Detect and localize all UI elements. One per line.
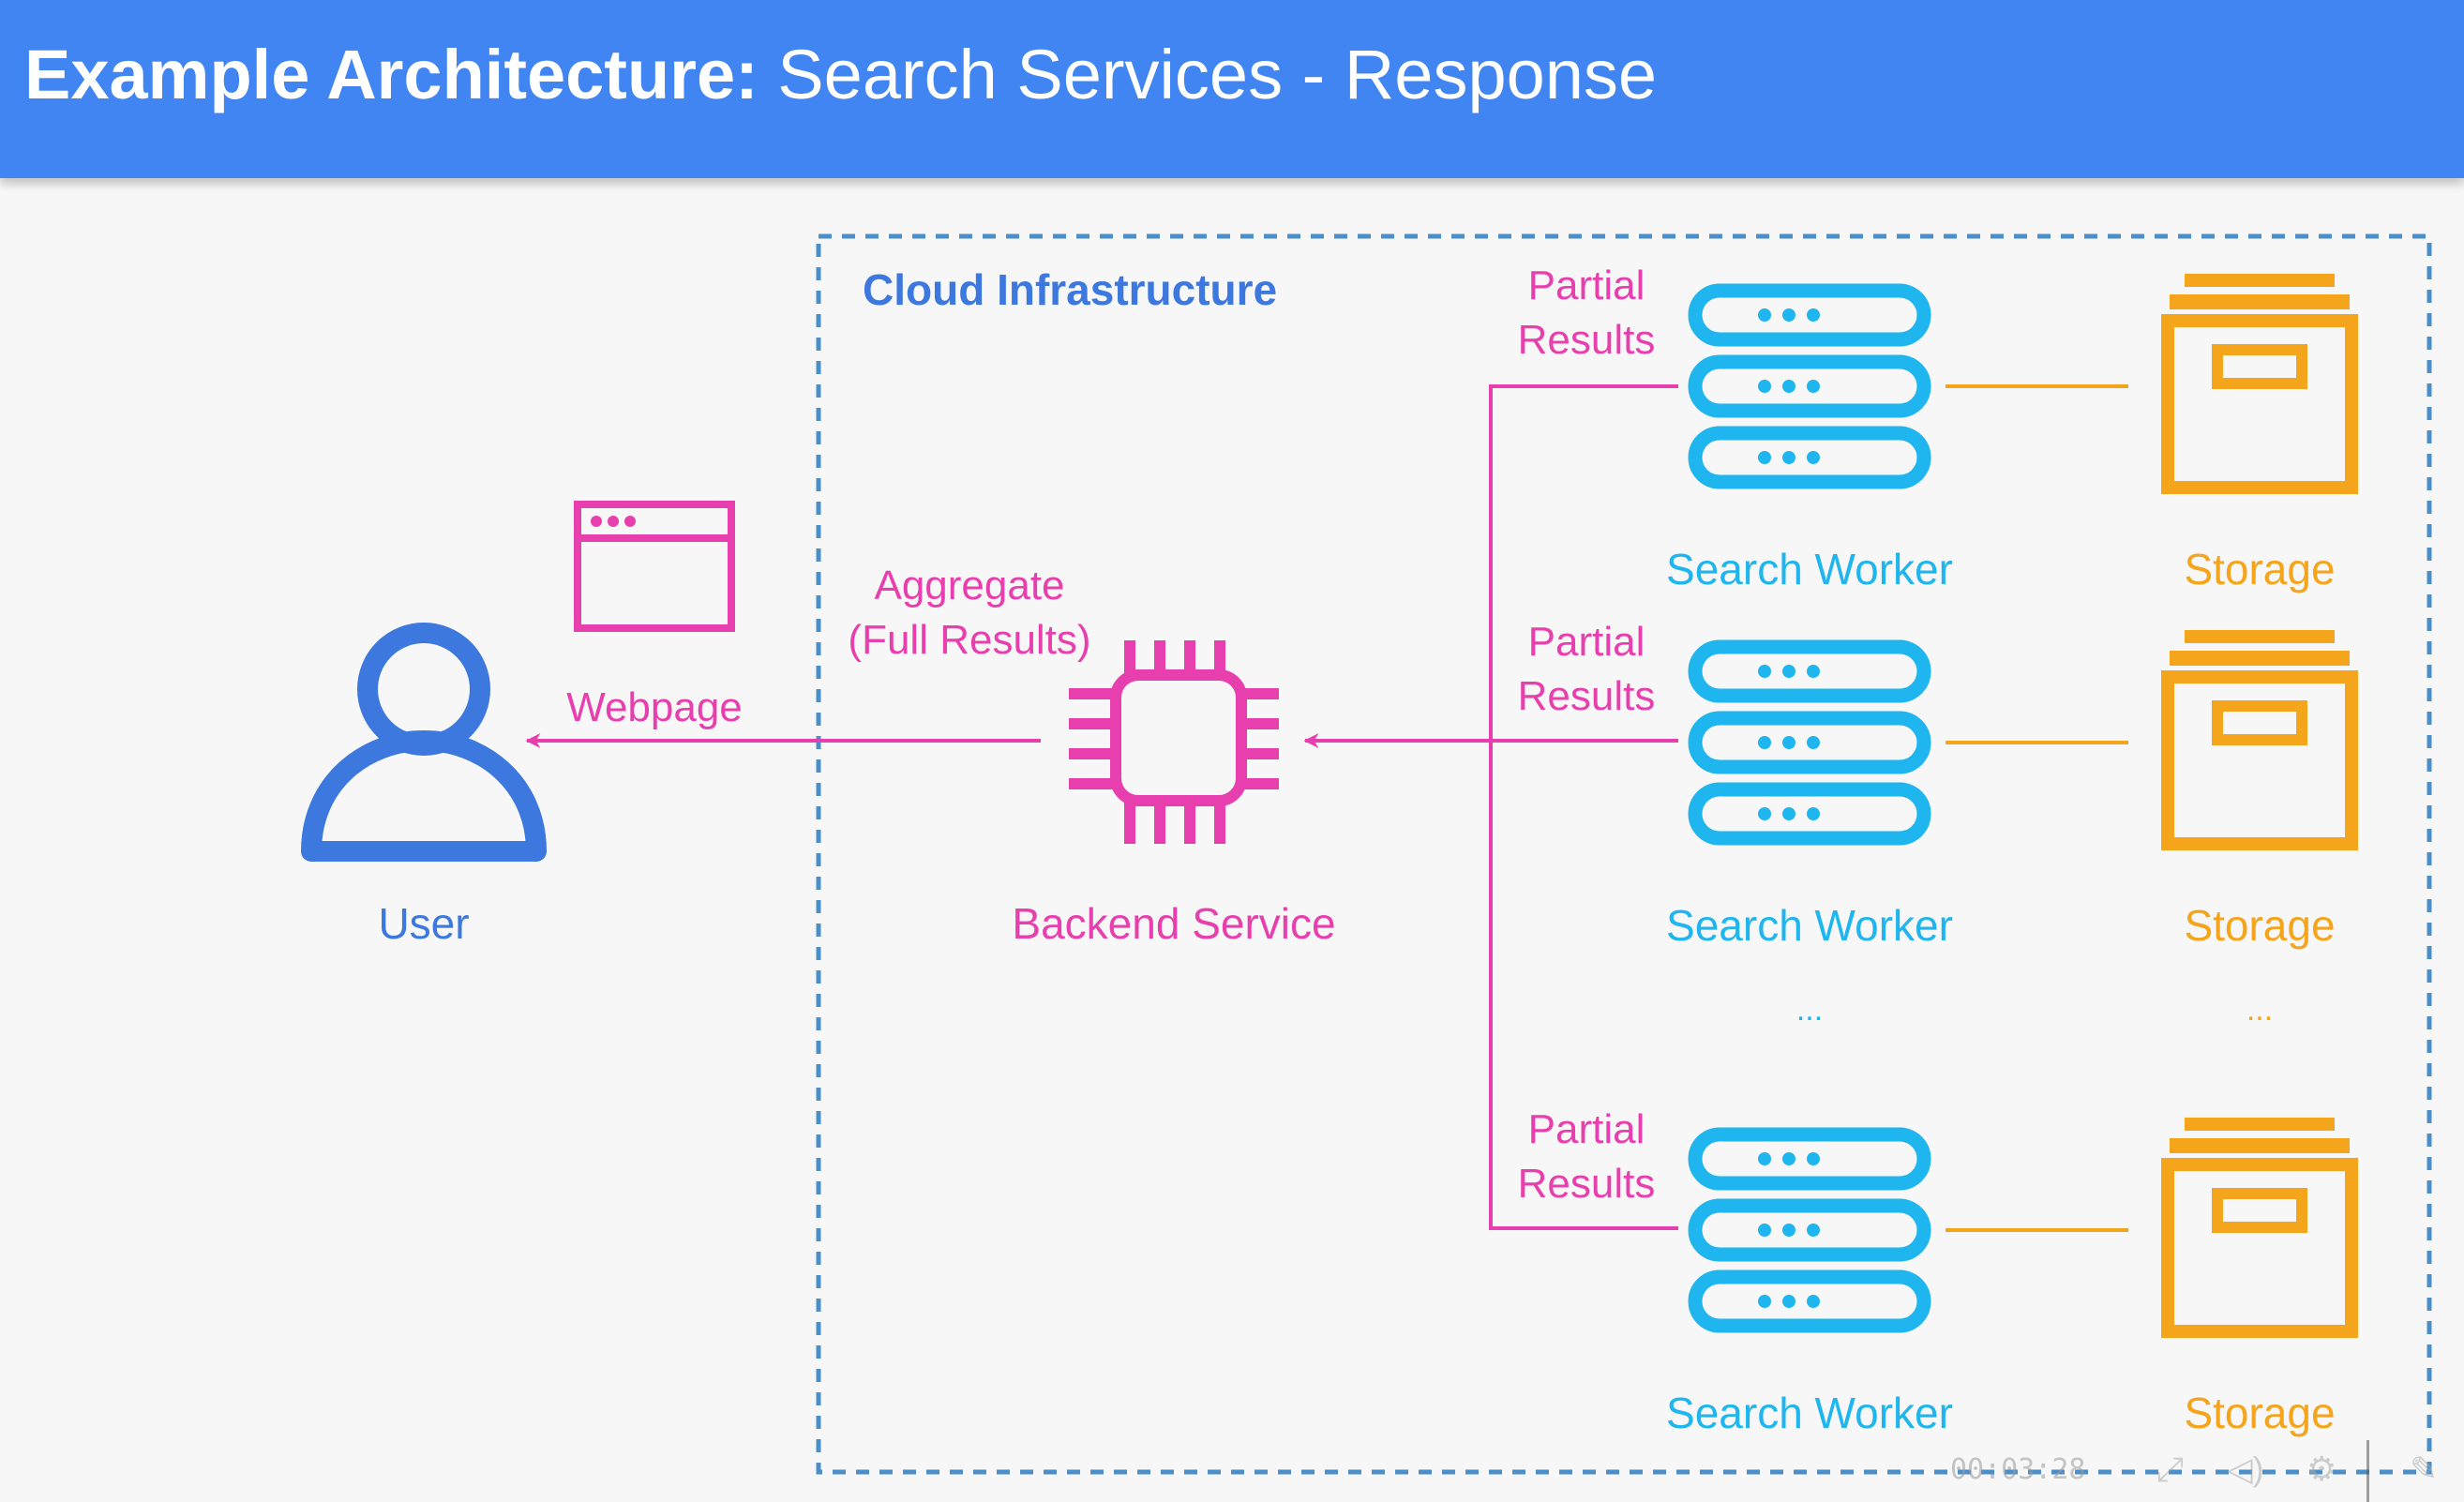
chip-icon [1069,640,1279,844]
page-title: Example Architecture: Search Services - … [24,28,1657,122]
pencil-icon[interactable]: ✎ [2410,1449,2439,1488]
partial-line-1: Partial [1527,1106,1645,1152]
storage-label: Storage [2184,545,2336,593]
webpage-label: Webpage [566,684,743,730]
partial-line-1: Partial [1527,263,1645,308]
partial-line-2: Results [1517,1161,1656,1207]
server-stack-icon [1695,291,1924,482]
server-stack-icon [1695,647,1924,838]
header-bar: Example Architecture: Search Services - … [0,0,2464,178]
settings-icon[interactable]: ⚙ [2306,1449,2337,1488]
partial-line-2: Results [1517,673,1656,719]
partial-results-label: Partial Results [1493,615,1680,724]
archive-box-icon [2168,1118,2351,1331]
title-bold: Example Architecture: [24,36,759,113]
user-icon [301,623,547,862]
fullscreen-icon[interactable]: ⤢ [2156,1449,2184,1488]
webpage-icon [574,501,735,632]
worker-ellipsis: ... [1795,992,1824,1028]
partial-results-label: Partial Results [1493,1103,1680,1211]
partial-results-label: Partial Results [1493,259,1680,368]
volume-icon[interactable]: ◁) [2227,1449,2264,1488]
cloud-boundary [816,233,2432,1475]
archive-box-icon [2168,630,2351,844]
backend-service-label: Backend Service [1012,899,1336,948]
user-label: User [378,899,470,948]
search-worker-label: Search Worker [1666,545,1953,593]
title-rest: Search Services - Response [758,36,1658,113]
archive-box-icon [2168,274,2351,488]
search-worker-label: Search Worker [1666,1389,1953,1437]
aggregate-label: Aggregate (Full Results) [829,559,1110,668]
controls-divider [2366,1440,2369,1502]
cloud-infrastructure-label: Cloud Infrastructure [863,265,1278,314]
partial-line-2: Results [1517,317,1656,363]
aggregate-line-2: (Full Results) [848,617,1091,663]
aggregate-line-1: Aggregate [874,563,1065,608]
video-timestamp: 00:03:28 [1950,1453,2086,1486]
storage-label: Storage [2184,1389,2336,1437]
partial-line-1: Partial [1527,619,1645,665]
storage-label: Storage [2184,901,2336,950]
video-controls: 00:03:28 ⤢ ◁) ⚙ ✎ [1913,1440,2464,1502]
storage-ellipsis: ... [2246,992,2274,1028]
search-worker-label: Search Worker [1666,901,1953,950]
partial-results-bus [1489,384,1678,1230]
server-stack-icon [1695,1134,1924,1326]
